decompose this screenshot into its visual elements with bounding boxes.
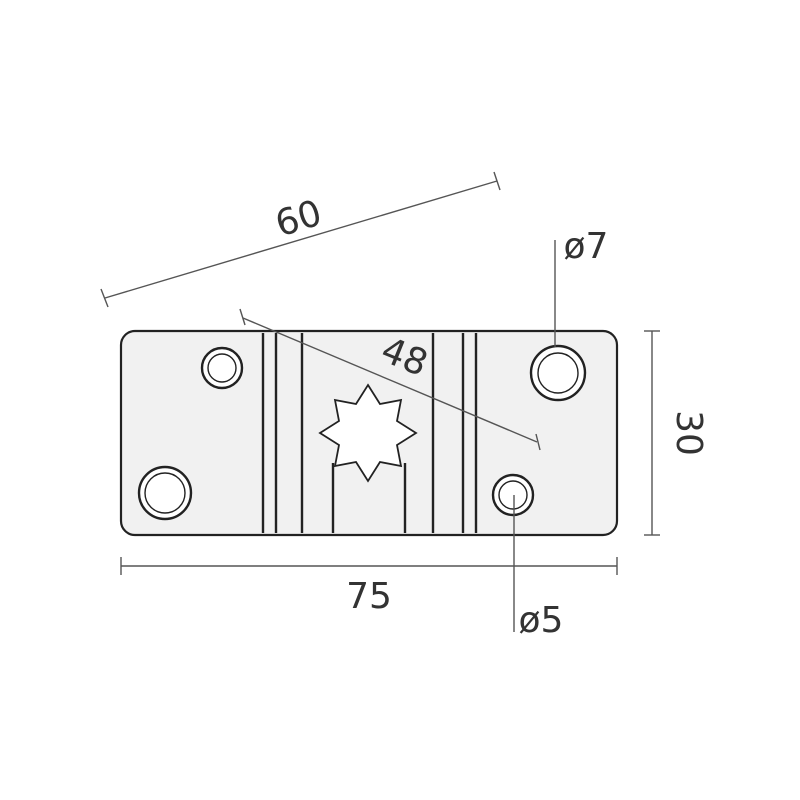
dimension-line-star-span xyxy=(242,317,538,443)
label-hole-small: ø5 xyxy=(519,600,564,641)
extension-tick-diagonal-right xyxy=(493,171,501,191)
extension-tick-star-left xyxy=(239,308,246,326)
extension-tick-diagonal-left xyxy=(100,288,109,308)
dimension-width: 75 xyxy=(120,557,618,617)
dimension-height: 30 xyxy=(644,330,709,536)
extension-tick-star-right xyxy=(535,433,541,451)
hole-top-right xyxy=(529,344,587,402)
hole-top-left xyxy=(200,346,244,390)
dimension-diagonal: 60 xyxy=(100,171,501,308)
dimension-line-diagonal xyxy=(104,180,498,299)
dimension-label-diagonal: 60 xyxy=(271,193,327,246)
label-hole-large: ø7 xyxy=(564,226,609,267)
leader-hole-small: ø5 xyxy=(513,495,564,641)
star-opening xyxy=(318,383,418,483)
dimension-label-width: 75 xyxy=(346,576,392,617)
mounting-plate xyxy=(119,329,619,537)
leader-hole-large: ø7 xyxy=(554,226,609,347)
hole-bottom-left xyxy=(137,465,193,521)
hole-bottom-right xyxy=(491,473,535,517)
dimension-label-height: 30 xyxy=(668,410,709,456)
